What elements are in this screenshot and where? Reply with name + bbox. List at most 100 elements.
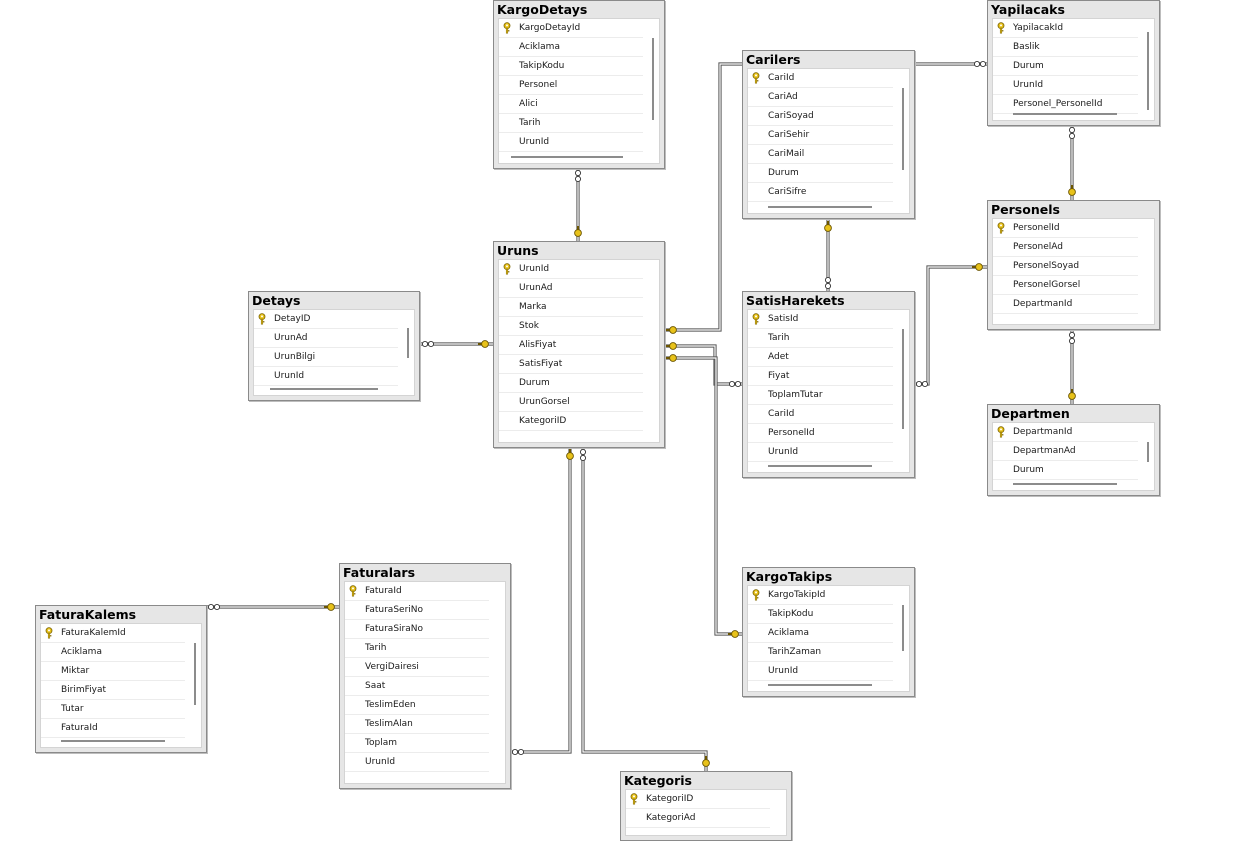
horizontal-scrollbar[interactable] — [1013, 483, 1117, 485]
column-row[interactable]: Durum — [993, 57, 1138, 76]
column-row[interactable]: Stok — [499, 317, 643, 336]
column-row[interactable]: CariId — [748, 69, 893, 88]
horizontal-scrollbar[interactable] — [61, 740, 165, 742]
column-row[interactable]: Tarih — [345, 639, 489, 658]
table-title[interactable]: FaturaKalems — [39, 607, 137, 622]
column-row[interactable]: Marka — [499, 298, 643, 317]
column-row[interactable]: TakipKodu — [748, 605, 893, 624]
column-row[interactable]: UrunId — [748, 662, 893, 681]
column-row[interactable]: TeslimAlan — [345, 715, 489, 734]
column-row[interactable]: DepartmanAd — [993, 442, 1138, 461]
column-row[interactable]: DetayID — [254, 310, 398, 329]
column-row[interactable]: Tarih — [748, 329, 893, 348]
vertical-scrollbar[interactable] — [1147, 32, 1149, 110]
column-row[interactable]: CariMail — [748, 145, 893, 164]
column-row[interactable]: TeslimEden — [345, 696, 489, 715]
relationship-line[interactable] — [511, 448, 572, 754]
column-row[interactable]: KargoTakipId — [748, 586, 893, 605]
horizontal-scrollbar[interactable] — [768, 684, 872, 686]
column-row[interactable]: Miktar — [41, 662, 185, 681]
column-row[interactable]: Alici — [499, 95, 643, 114]
column-row[interactable]: AlisFiyat — [499, 336, 643, 355]
column-row[interactable]: CariSifre — [748, 183, 893, 202]
vertical-scrollbar[interactable] — [902, 329, 904, 429]
column-row[interactable]: Aciklama — [748, 624, 893, 643]
column-row[interactable]: VergiDairesi — [345, 658, 489, 677]
column-row[interactable]: UrunAd — [254, 329, 398, 348]
column-row[interactable]: CariId — [748, 405, 893, 424]
column-row[interactable]: PersonelSoyad — [993, 257, 1138, 276]
column-row[interactable]: TarihZaman — [748, 643, 893, 662]
column-row[interactable]: Personel_PersonelId — [993, 95, 1138, 114]
horizontal-scrollbar[interactable] — [768, 206, 872, 208]
column-row[interactable]: Tarih — [499, 114, 643, 133]
column-row[interactable]: Baslik — [993, 38, 1138, 57]
column-row[interactable]: CariAd — [748, 88, 893, 107]
column-row[interactable]: Durum — [993, 461, 1138, 480]
column-row[interactable]: UrunAd — [499, 279, 643, 298]
column-row[interactable]: Personel — [499, 76, 643, 95]
relationship-line[interactable] — [665, 344, 742, 386]
column-row[interactable]: DepartmanId — [993, 295, 1138, 314]
column-row[interactable]: Saat — [345, 677, 489, 696]
vertical-scrollbar[interactable] — [902, 88, 904, 170]
relationship-line[interactable] — [915, 265, 987, 386]
column-row[interactable]: UrunId — [345, 753, 489, 772]
column-row[interactable]: SatisFiyat — [499, 355, 643, 374]
column-row[interactable]: UrunId — [993, 76, 1138, 95]
column-row[interactable]: Fiyat — [748, 367, 893, 386]
column-row[interactable]: Aciklama — [499, 38, 643, 57]
table-title[interactable]: Kategoris — [624, 773, 692, 788]
table-title[interactable]: SatisHarekets — [746, 293, 845, 308]
column-row[interactable]: Tutar — [41, 700, 185, 719]
column-row[interactable]: UrunBilgi — [254, 348, 398, 367]
column-row[interactable]: PersonelAd — [993, 238, 1138, 257]
column-row[interactable]: FaturaSeriNo — [345, 601, 489, 620]
vertical-scrollbar[interactable] — [1147, 442, 1149, 462]
table-title[interactable]: Uruns — [497, 243, 539, 258]
column-row[interactable]: UrunId — [748, 443, 893, 462]
column-row[interactable]: UrunId — [254, 367, 398, 386]
column-row[interactable]: KategoriAd — [626, 809, 770, 828]
column-row[interactable]: PersonelId — [748, 424, 893, 443]
column-row[interactable]: DepartmanId — [993, 423, 1138, 442]
column-row[interactable]: Durum — [748, 164, 893, 183]
column-row[interactable]: KargoDetayId — [499, 19, 643, 38]
relationship-line[interactable] — [665, 62, 742, 332]
column-row[interactable]: FaturaId — [41, 719, 185, 738]
column-row[interactable]: Aciklama — [41, 643, 185, 662]
column-row[interactable]: Durum — [499, 374, 643, 393]
column-row[interactable]: CariSehir — [748, 126, 893, 145]
table-title[interactable]: Carilers — [746, 52, 801, 67]
column-row[interactable]: UrunId — [499, 133, 643, 152]
vertical-scrollbar[interactable] — [902, 605, 904, 651]
column-row[interactable]: TakipKodu — [499, 57, 643, 76]
relationship-line[interactable] — [665, 356, 742, 636]
column-row[interactable]: KategoriID — [499, 412, 643, 431]
vertical-scrollbar[interactable] — [194, 643, 196, 705]
column-row[interactable]: UrunId — [499, 260, 643, 279]
column-row[interactable]: FaturaId — [345, 582, 489, 601]
horizontal-scrollbar[interactable] — [1013, 113, 1117, 115]
table-title[interactable]: Departmen — [991, 406, 1070, 421]
table-title[interactable]: Detays — [252, 293, 301, 308]
column-row[interactable]: PersonelGorsel — [993, 276, 1138, 295]
column-row[interactable]: BirimFiyat — [41, 681, 185, 700]
column-row[interactable]: PersonelId — [993, 219, 1138, 238]
column-row[interactable]: FaturaKalemId — [41, 624, 185, 643]
